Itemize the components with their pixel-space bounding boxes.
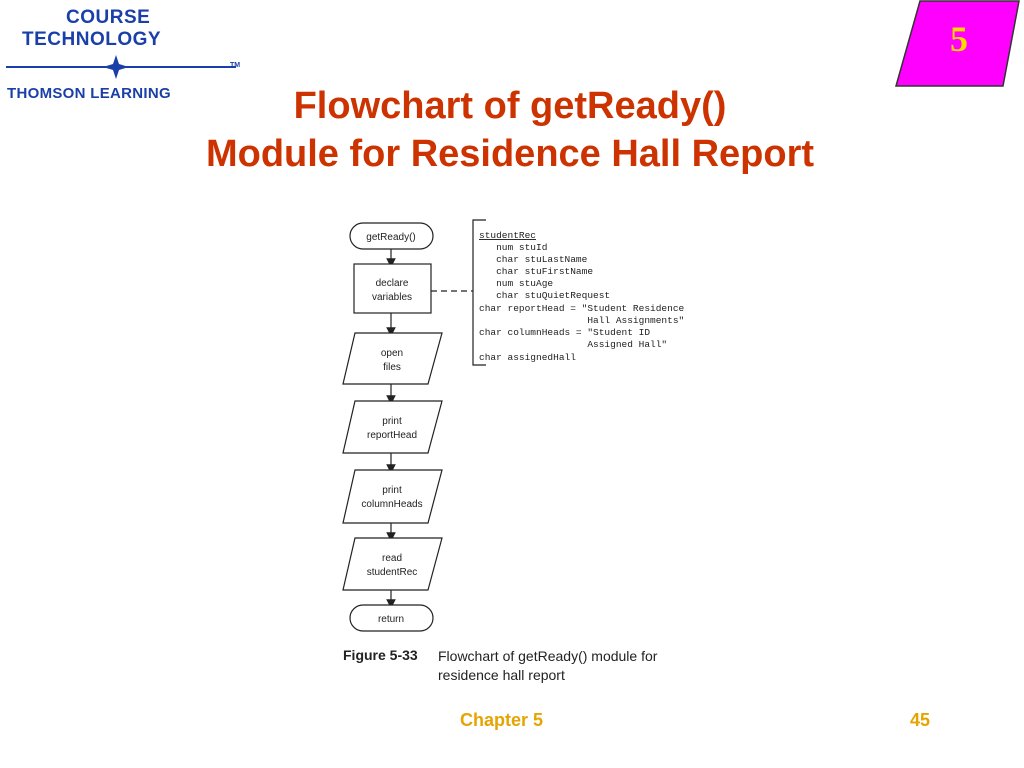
annotation-line: Hall Assignments" — [479, 315, 684, 326]
node-read-label-2: studentRec — [367, 567, 418, 578]
node-getready-label: getReady() — [366, 232, 415, 243]
annotation-line: char stuFirstName — [479, 266, 593, 277]
node-print-reporthead: print reportHead — [342, 400, 443, 454]
node-return: return — [349, 604, 434, 632]
publisher-logo: COURSE TECHNOLOGY TM THOMSON LEARNING — [4, 4, 254, 104]
node-open-label-2: files — [383, 362, 401, 373]
logo-trademark: TM — [230, 62, 241, 69]
annotation-bracket — [472, 219, 486, 366]
annotation-line: char columnHeads = "Student ID — [479, 327, 650, 338]
figure-caption-text: Flowchart of getReady() module for resid… — [438, 648, 658, 683]
node-declare-variables: declare variables — [353, 263, 432, 314]
node-open-label-1: open — [381, 348, 403, 359]
node-declare-label-2: variables — [372, 292, 412, 303]
footer-chapter: Chapter 5 — [460, 710, 544, 730]
variable-annotation: studentRec num stuId char stuLastName ch… — [431, 219, 685, 366]
annotation-line: num stuAge — [479, 278, 553, 289]
node-print-head-label-1: print — [382, 416, 402, 427]
badge-shape — [895, 0, 1020, 87]
title-line-2: Module for Residence Hall Report — [205, 133, 815, 175]
logo-thomson-text: THOMSON LEARNING — [7, 85, 171, 102]
node-open-files: open files — [342, 332, 443, 385]
node-read-label-1: read — [382, 553, 402, 564]
logo-star-line — [6, 55, 236, 79]
annotation-line: char stuLastName — [479, 254, 588, 265]
node-getready: getReady() — [349, 222, 434, 250]
chapter-number: 5 — [950, 19, 968, 59]
logo-technology-text: TECHNOLOGY — [22, 29, 162, 50]
node-print-cols-label-2: columnHeads — [361, 499, 422, 510]
node-print-columnheads: print columnHeads — [342, 469, 443, 524]
annotation-line: studentRec — [479, 230, 536, 241]
node-read-studentrec: read studentRec — [342, 537, 443, 591]
logo-course-text: COURSE — [66, 7, 151, 28]
node-print-cols-label-1: print — [382, 485, 402, 496]
annotation-line: Assigned Hall" — [479, 339, 667, 350]
annotation-line: char assignedHall — [479, 352, 576, 363]
figure-number: Figure 5-33 — [343, 647, 418, 663]
node-print-head-label-2: reportHead — [367, 430, 417, 441]
footer-page-number: 45 — [910, 710, 931, 730]
chapter-badge: 5 — [895, 0, 1020, 88]
title-line-1: Flowchart of getReady() — [293, 85, 727, 127]
flowchart-diagram: getReady() declare variables open files … — [342, 219, 685, 632]
annotation-line: char stuQuietRequest — [479, 290, 610, 301]
annotation-line: char reportHead = "Student Residence — [479, 303, 685, 314]
node-return-label: return — [378, 614, 404, 625]
node-declare-label-1: declare — [376, 278, 409, 289]
slide-title: Flowchart of getReady() Module for Resid… — [120, 82, 900, 178]
annotation-line: num stuId — [479, 242, 547, 253]
